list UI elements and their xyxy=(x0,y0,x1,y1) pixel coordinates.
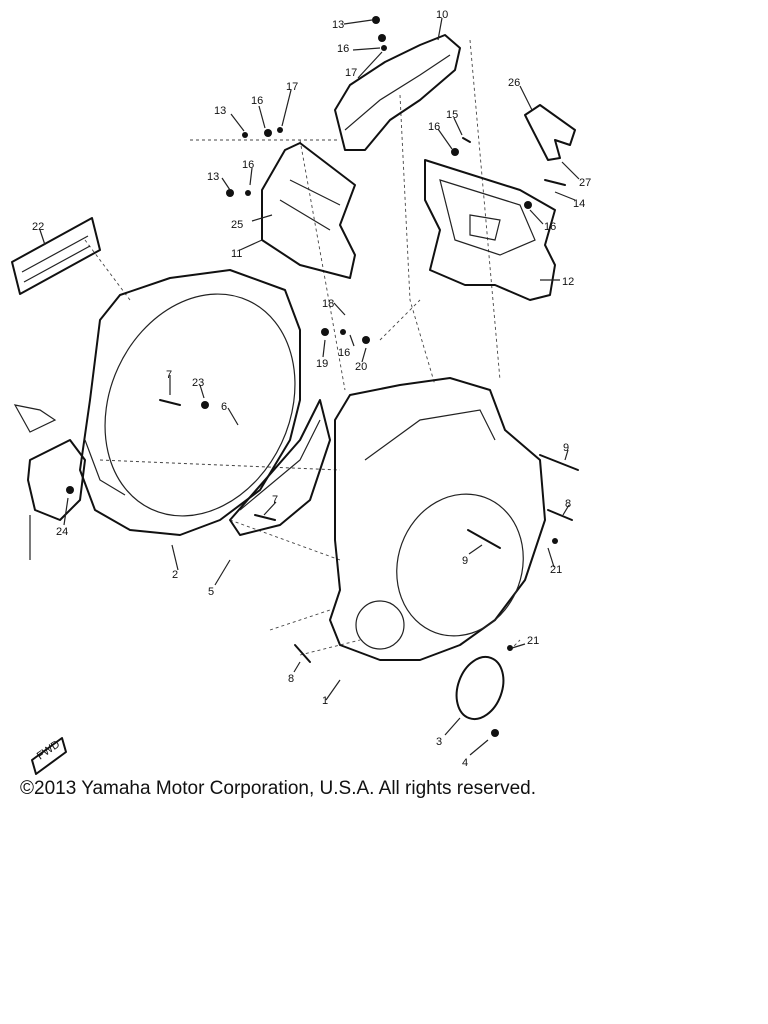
callout-9-center: 9 xyxy=(462,555,468,567)
callout-13-upper: 13 xyxy=(214,105,226,117)
main-case-cover-part xyxy=(329,377,546,661)
callout-7-lower: 7 xyxy=(272,494,278,506)
bolts xyxy=(159,137,579,663)
callout-20: 20 xyxy=(355,361,367,373)
callout-2: 2 xyxy=(172,569,178,581)
callout-24: 24 xyxy=(56,526,68,538)
front-cover-part xyxy=(261,142,356,279)
callout-9-right: 9 xyxy=(563,442,569,454)
round-cover-part xyxy=(455,656,505,720)
fwd-direction-marker: FWD xyxy=(31,737,67,775)
callout-13-top: 13 xyxy=(332,19,344,31)
callout-6: 6 xyxy=(221,401,227,413)
fan-housing-part xyxy=(424,159,556,301)
callout-16-right: 16 xyxy=(428,121,440,133)
decal-part xyxy=(11,217,101,295)
callout-22: 22 xyxy=(32,221,44,233)
callout-16-upper: 16 xyxy=(251,95,263,107)
callout-16-fan: 16 xyxy=(544,221,556,233)
callout-21-lower: 21 xyxy=(527,635,539,647)
callout-11: 11 xyxy=(231,248,242,260)
callout-26: 26 xyxy=(508,77,520,89)
callout-1: 1 xyxy=(322,695,328,707)
callout-13-lower: 13 xyxy=(207,171,219,183)
callout-21-right: 21 xyxy=(550,564,562,576)
callout-15: 15 xyxy=(446,109,458,121)
callout-16-top: 16 xyxy=(337,43,349,55)
leader-lines xyxy=(39,17,580,756)
callout-4: 4 xyxy=(462,757,468,769)
callout-27: 27 xyxy=(579,177,591,189)
callout-5: 5 xyxy=(208,586,214,598)
gasket-part xyxy=(229,399,331,536)
small-fasteners xyxy=(66,16,558,737)
callout-25: 25 xyxy=(231,219,243,231)
callout-labels: 1 2 3 4 5 6 7 7 8 8 9 9 10 11 12 13 13 1… xyxy=(32,9,591,769)
callout-8-right: 8 xyxy=(565,498,571,510)
side-pump-assembly xyxy=(13,404,86,560)
upper-bracket-part xyxy=(524,104,576,161)
callout-10: 10 xyxy=(436,9,448,21)
callout-12: 12 xyxy=(562,276,574,288)
callout-17-top: 17 xyxy=(345,67,357,79)
callout-23: 23 xyxy=(192,377,204,389)
upper-shroud-part xyxy=(334,34,461,151)
callout-19: 19 xyxy=(316,358,328,370)
callout-18: 18 xyxy=(322,298,334,310)
left-case-cover-part xyxy=(79,269,301,536)
copyright-notice: ©2013 Yamaha Motor Corporation, U.S.A. A… xyxy=(20,778,536,799)
callout-17-upper: 17 xyxy=(286,81,298,93)
callout-7-left: 7 xyxy=(166,369,172,381)
callout-3: 3 xyxy=(436,736,442,748)
callout-14: 14 xyxy=(573,198,585,210)
callout-16-mid: 16 xyxy=(338,347,350,359)
assembly-guide-lines xyxy=(84,39,521,656)
exploded-parts-diagram: FWD xyxy=(11,9,591,775)
callout-8-lower: 8 xyxy=(288,673,294,685)
callout-16-lower: 16 xyxy=(242,159,254,171)
